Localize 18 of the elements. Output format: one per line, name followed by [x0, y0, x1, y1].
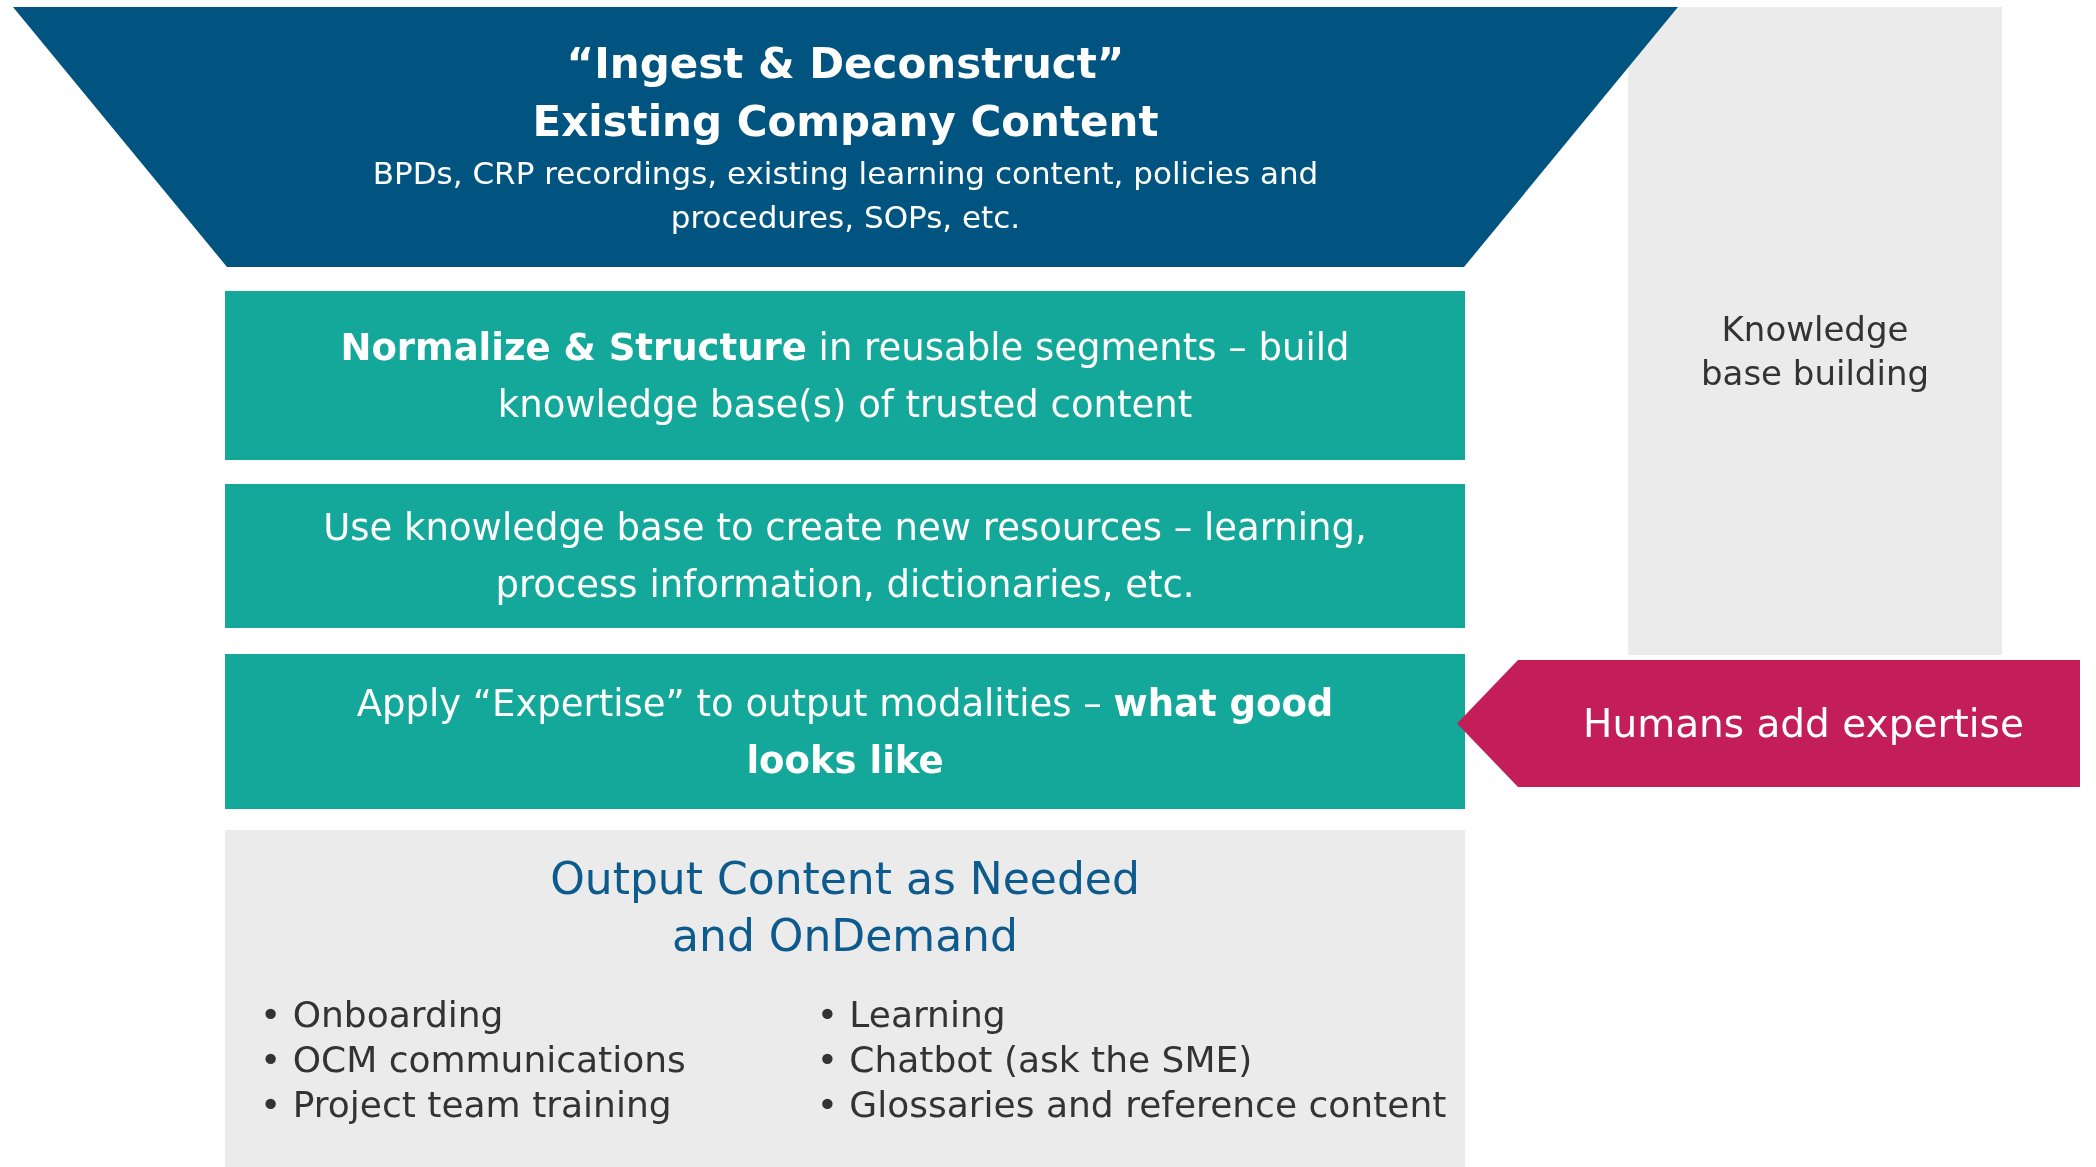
funnel-description: BPDs, CRP recordings, existing learning content, policies and procedures, SOPs, etc. [371, 154, 1320, 237]
band-label: Knowledge base building [1699, 308, 1930, 395]
bullet-item: • Glossaries and reference content [816, 1083, 1448, 1127]
bullet-item: • Project team training [260, 1083, 673, 1127]
side-band [1628, 7, 2002, 655]
step-box [225, 291, 1465, 460]
step-text: Use knowledge base to create new resources – learning, process information, dictionaries, etc. [322, 505, 1368, 608]
bullet-item: • Learning [816, 993, 1007, 1037]
bullet-item: • Chatbot (ask the SME) [816, 1038, 1254, 1082]
output-heading: Output Content as Needed and OnDemand [549, 852, 1141, 963]
callout-text: Humans add expertise [1583, 701, 2024, 746]
step-text: Apply “Expertise” to output modalities – what good looks like [355, 680, 1335, 784]
step-box [225, 484, 1465, 628]
funnel-heading: “Ingest & Deconstruct” Existing Company Content [531, 38, 1160, 148]
step-text: Normalize & Structure in reusable segments – build knowledge base(s) of trusted content [339, 324, 1351, 428]
step-box [225, 654, 1465, 809]
bullet-item: • Onboarding [260, 993, 505, 1037]
bullet-item: • OCM communications [260, 1038, 687, 1082]
